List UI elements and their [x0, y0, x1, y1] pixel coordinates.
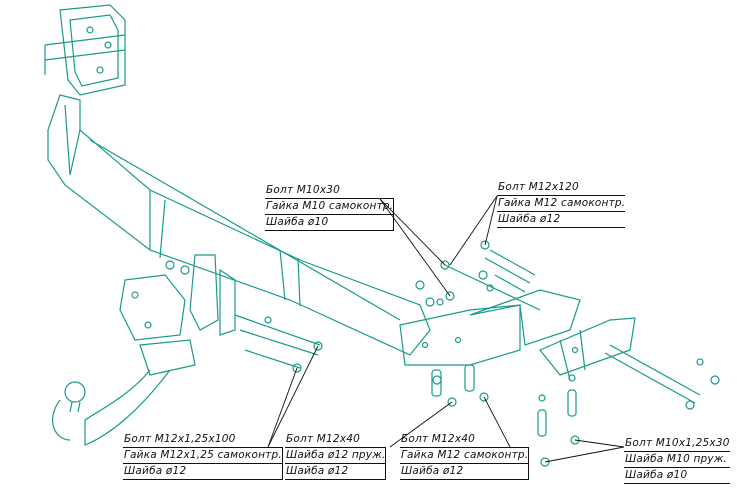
- callout-bolt-m12x125x100: Болт М12х1,25х100 Гайка М12х1,25 самокон…: [123, 432, 283, 480]
- leader-lines: [267, 195, 625, 463]
- callout-line: Шайба ø10: [265, 215, 395, 231]
- callout-line: Гайка М10 самоконтр.: [265, 199, 395, 215]
- callout-line: Шайба ø12: [497, 212, 626, 228]
- callout-line: Шайба ø12: [123, 464, 283, 480]
- callout-line: Болт М12х40: [400, 432, 530, 448]
- tow-ball-mount: [52, 254, 236, 446]
- main-crossbeam: [47, 94, 431, 356]
- callout-line: Шайба ø12: [285, 464, 387, 480]
- right-mounting-bracket: [399, 289, 636, 381]
- callout-line: Болт М10х1,25х30: [624, 436, 730, 452]
- callout-line: Гайка М12х1,25 самоконтр.: [123, 448, 283, 464]
- callout-line: Болт М10х30: [265, 183, 395, 199]
- callout-line: Гайка М12 самоконтр.: [400, 448, 530, 464]
- callout-bolt-m12x120: Болт М12х120 Гайка М12 самоконтр. Шайба …: [497, 180, 626, 228]
- callout-bolt-m10x30: Болт М10х30 Гайка М10 самоконтр. Шайба ø…: [265, 183, 395, 231]
- callout-line: Шайба ø12: [400, 464, 530, 480]
- left-mounting-bracket: [44, 4, 126, 96]
- callout-line: Гайка М12 самоконтр.: [497, 196, 626, 212]
- callout-line: Шайба ø10: [624, 468, 730, 484]
- callout-line: Шайба М10 пруж.: [624, 452, 730, 468]
- callout-bolt-m12x40-a: Болт М12х40 Шайба ø12 пруж. Шайба ø12: [285, 432, 387, 480]
- callout-line: Шайба ø12 пруж.: [285, 448, 387, 464]
- callout-line: Болт М12х120: [497, 180, 626, 196]
- callout-bolt-m10x125x30: Болт М10х1,25х30 Шайба М10 пруж. Шайба ø…: [624, 436, 730, 484]
- bolts: [165, 240, 720, 467]
- callout-line: Болт М12х1,25х100: [123, 432, 283, 448]
- callout-line: Болт М12х40: [285, 432, 387, 448]
- callout-bolt-m12x40-b: Болт М12х40 Гайка М12 самоконтр. Шайба ø…: [400, 432, 530, 480]
